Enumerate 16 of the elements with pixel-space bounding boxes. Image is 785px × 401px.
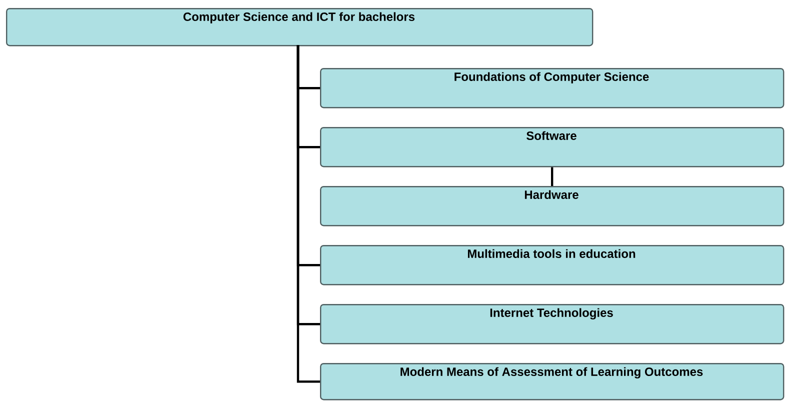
connector-line: [296, 45, 320, 383]
topic-box: [320, 68, 784, 108]
topic-box: [6, 8, 594, 46]
node-label: Software: [526, 131, 576, 140]
topic-box: [320, 245, 784, 286]
node-label: Multimedia tools in education: [468, 249, 636, 258]
topic-box: [320, 362, 784, 400]
topic-box: [320, 127, 784, 168]
connector-line: [551, 167, 554, 186]
node-label: Hardware: [524, 190, 578, 199]
node-label: Internet Technologies: [490, 308, 613, 320]
topic-box: [320, 186, 784, 226]
node-label: Modern Means of Assessment of Learning Outcomes: [400, 367, 703, 378]
topic-box: [320, 304, 784, 344]
node-label: Foundations of Computer Science: [454, 72, 649, 84]
node-label: Computer Science and ICT for bachelors: [183, 12, 415, 24]
